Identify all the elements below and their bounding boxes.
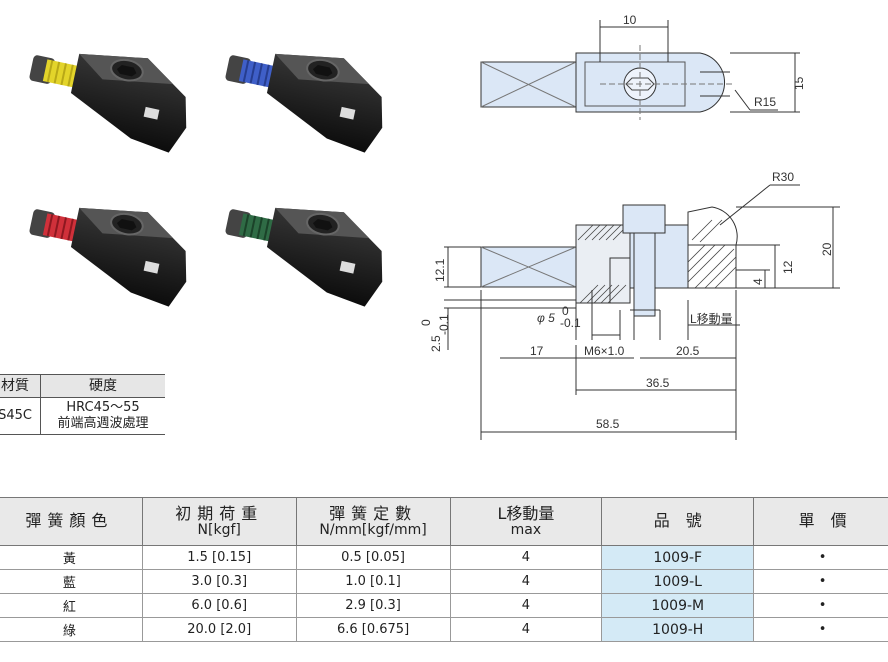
dim-m6: M6×1.0: [584, 344, 625, 358]
dim-20-5: 20.5: [676, 344, 700, 358]
dim-2-5: 2.5: [429, 335, 443, 352]
phi-low: -0.1: [560, 316, 581, 330]
dim-58-5: 58.5: [596, 417, 620, 431]
cell-constant: 0.5 [0.05]: [295, 545, 451, 570]
cell-part-number: 1009-F: [601, 545, 755, 570]
cell-color: 綠: [0, 617, 143, 642]
tol-low: -0.1: [437, 314, 451, 335]
header-travel: L移動量 max: [449, 497, 603, 546]
cell-color: 藍: [0, 569, 143, 594]
dim-top-height: 15: [792, 76, 806, 90]
material-table: 材質 硬度 S45C HRC45～55 前端高週波處理: [0, 374, 165, 435]
cell-travel: 4: [449, 545, 603, 570]
cell-constant: 1.0 [0.1]: [295, 569, 451, 594]
product-photo-yellow: [29, 53, 187, 153]
cell-load: 20.0 [2.0]: [141, 617, 297, 642]
dim-side-radius: R30: [772, 170, 794, 184]
spec-table: 彈簧顏色 初期荷重 N[kgf] 彈簧定數 N/mm[kgf/mm] L移動量 …: [0, 497, 888, 642]
product-photo-green: [225, 207, 383, 307]
table-row: 藍 3.0 [0.3] 1.0 [0.1] 4 1009-L •: [0, 569, 888, 594]
cell-travel: 4: [449, 593, 603, 618]
cell-load: 3.0 [0.3]: [141, 569, 297, 594]
dim-4: 4: [751, 278, 765, 285]
technical-drawing: 10 15 R15: [420, 13, 840, 440]
product-photo-blue: [225, 53, 383, 153]
cell-price: •: [753, 593, 888, 618]
dim-12-1: 12.1: [433, 258, 447, 282]
table-row: 綠 20.0 [2.0] 6.6 [0.675] 4 1009-H •: [0, 617, 888, 642]
tol-up: 0: [420, 319, 433, 326]
hardness-header: 硬度: [40, 374, 165, 398]
dim-top-radius: R15: [754, 95, 776, 109]
cell-load: 6.0 [0.6]: [141, 593, 297, 618]
hardness-value: HRC45～55 前端高週波處理: [40, 397, 165, 435]
header-initial-load: 初期荷重 N[kgf]: [141, 497, 297, 546]
dim-17: 17: [530, 344, 544, 358]
hardness-line-1: HRC45～55: [66, 400, 140, 415]
cell-part-number: 1009-L: [601, 569, 755, 594]
material-header: 材質: [0, 374, 41, 398]
table-row: 紅 6.0 [0.6] 2.9 [0.3] 4 1009-M •: [0, 593, 888, 618]
cell-color: 黃: [0, 545, 143, 570]
cell-price: •: [753, 545, 888, 570]
cell-part-number: 1009-H: [601, 617, 755, 642]
cell-travel: 4: [449, 617, 603, 642]
table-row: 黃 1.5 [0.15] 0.5 [0.05] 4 1009-F •: [0, 545, 888, 570]
cell-part-number: 1009-M: [601, 593, 755, 618]
header-spring-constant: 彈簧定數 N/mm[kgf/mm]: [295, 497, 451, 546]
phi-up: 0: [562, 304, 569, 318]
hardness-line-2: 前端高週波處理: [57, 416, 149, 431]
product-photo-red: [29, 207, 187, 307]
cell-constant: 2.9 [0.3]: [295, 593, 451, 618]
dim-12: 12: [781, 260, 795, 274]
dim-top-width: 10: [623, 13, 637, 27]
dim-20: 20: [820, 242, 834, 256]
dim-36-5: 36.5: [646, 376, 670, 390]
header-part-number: 品 號: [601, 497, 755, 546]
cell-constant: 6.6 [0.675]: [295, 617, 451, 642]
cell-load: 1.5 [0.15]: [141, 545, 297, 570]
cell-price: •: [753, 569, 888, 594]
material-value: S45C: [0, 397, 41, 435]
cell-travel: 4: [449, 569, 603, 594]
cell-price: •: [753, 617, 888, 642]
header-unit-price: 單 價: [753, 497, 888, 546]
cell-color: 紅: [0, 593, 143, 618]
header-spring-color: 彈簧顏色: [0, 497, 143, 546]
dim-phi: φ 5: [537, 311, 555, 325]
dim-travel: L移動量: [690, 312, 733, 326]
